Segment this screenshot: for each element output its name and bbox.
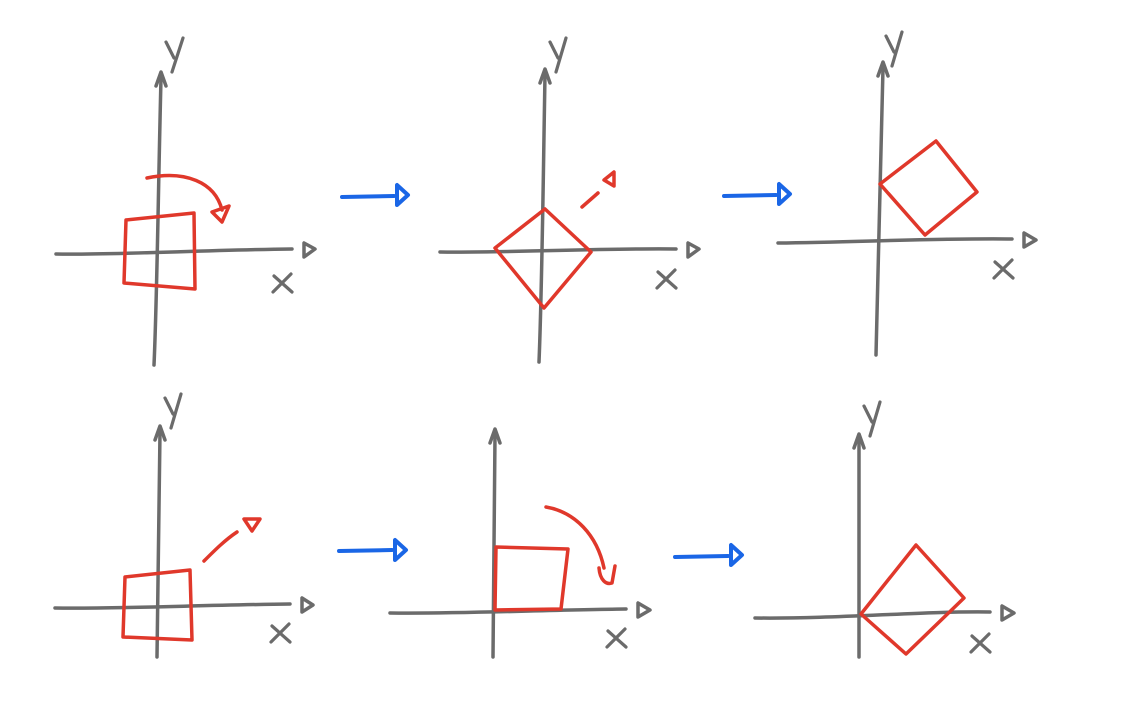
x-axis [388, 607, 628, 615]
panel-3-rotated-translated-square [776, 30, 1038, 357]
y-label [548, 36, 568, 74]
axes [54, 36, 317, 367]
x-axis-arrowhead-icon [1000, 604, 1016, 622]
diamond-shape [859, 543, 966, 656]
axes [438, 36, 701, 364]
y-axis-arrowhead [876, 60, 890, 78]
x-axis-arrowhead-icon [636, 601, 652, 619]
panel-2-rotated-diamond [438, 36, 701, 364]
right-arrow-icon [337, 538, 408, 562]
x-label [269, 622, 292, 644]
y-label [862, 400, 882, 438]
y-axis [491, 433, 497, 659]
y-axis [152, 76, 163, 367]
y-axis-arrowhead [538, 67, 552, 85]
y-axis-arrowhead [852, 432, 866, 450]
rotation-arrowhead-icon [597, 564, 617, 586]
right-arrow-icon [673, 543, 744, 567]
x-axis-arrowhead-icon [300, 596, 315, 614]
y-axis [537, 73, 547, 364]
panel-4-square-at-origin [53, 392, 315, 659]
y-label [164, 36, 185, 74]
right-arrow-icon [340, 183, 410, 207]
panel-1-square-at-origin [54, 36, 317, 367]
dashed-translation-arrow-icon [580, 191, 600, 209]
x-axis-arrowhead-icon [1022, 231, 1038, 249]
translation-arrowhead-icon [242, 517, 262, 533]
y-label [884, 30, 904, 68]
axes [53, 392, 315, 659]
diamond-shape [493, 207, 593, 310]
x-axis [53, 602, 292, 610]
x-label [655, 268, 678, 290]
y-axis [874, 66, 885, 357]
rotation-arrowhead-icon [210, 204, 231, 224]
square-shape [493, 545, 570, 612]
y-axis-arrowhead [154, 70, 168, 88]
x-axis [54, 247, 294, 256]
x-axis [438, 247, 678, 254]
x-label [271, 272, 294, 294]
y-label [163, 392, 183, 430]
panel-5-translated-square [388, 427, 652, 659]
y-axis-arrowhead [153, 424, 167, 442]
y-axis-arrowhead [488, 427, 502, 445]
translation-arrowhead-icon [602, 170, 616, 188]
x-axis [776, 237, 1014, 245]
x-axis-arrowhead-icon [302, 241, 317, 259]
x-label [605, 627, 628, 649]
axes [388, 427, 652, 659]
curved-rotation-arrow-icon [544, 505, 606, 570]
x-axis-arrowhead-icon [686, 241, 701, 259]
x-label [969, 632, 992, 654]
curved-rotation-arrow-icon [145, 173, 224, 212]
right-arrow-icon [722, 182, 792, 206]
dashed-translation-arrow-icon [202, 530, 239, 563]
square-shape [122, 211, 197, 291]
y-axis [155, 430, 162, 659]
axes [776, 30, 1038, 357]
square-shape [121, 568, 194, 642]
rotated-square-shape [878, 139, 979, 237]
x-axis [753, 610, 992, 620]
axes [753, 400, 1016, 659]
panel-6-rotated-about-origin [753, 400, 1016, 659]
x-label [992, 258, 1015, 280]
